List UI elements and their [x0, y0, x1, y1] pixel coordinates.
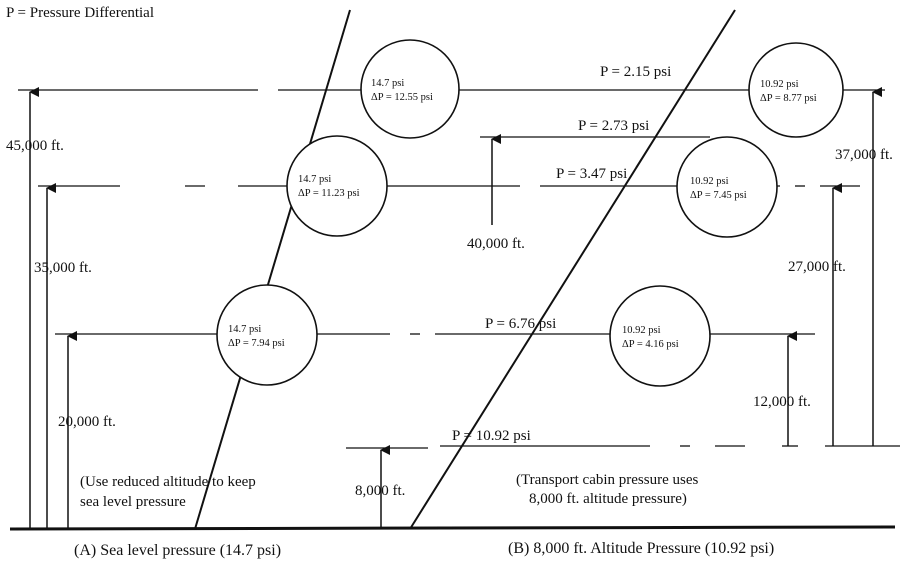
label-8000: 8,000 ft.: [355, 483, 405, 499]
svg-text:ΔP = 7.94 psi: ΔP = 7.94 psi: [228, 338, 285, 349]
label-40000: 40,000 ft.: [467, 236, 525, 252]
svg-text:ΔP = 12.55 psi: ΔP = 12.55 psi: [371, 92, 433, 103]
svg-text:10.92 psi: 10.92 psi: [690, 176, 729, 187]
legend-text: P = Pressure Differential: [6, 5, 154, 21]
label-12000: 12,000 ft.: [753, 394, 811, 410]
note-left-line1: (Use reduced altitude to keep: [80, 474, 256, 490]
circle-b-45000: 10.92 psi ΔP = 8.77 psi: [748, 42, 844, 138]
label-27000: 27,000 ft.: [788, 259, 846, 275]
caption-a: (A) Sea level pressure (14.7 psi): [74, 542, 281, 559]
circle-a-35000: 14.7 psi ΔP = 11.23 psi: [286, 135, 388, 237]
svg-text:14.7 psi: 14.7 psi: [228, 324, 261, 335]
differential-2-15: P = 2.15 psi: [600, 64, 671, 80]
circle-b-20000: 10.92 psi ΔP = 4.16 psi: [609, 285, 711, 387]
svg-text:10.92 psi: 10.92 psi: [760, 79, 799, 90]
svg-text:14.7 psi: 14.7 psi: [371, 78, 404, 89]
label-35000: 35,000 ft.: [34, 260, 92, 276]
svg-text:ΔP = 4.16 psi: ΔP = 4.16 psi: [622, 339, 679, 350]
svg-text:10.92 psi: 10.92 psi: [622, 325, 661, 336]
ground-line: [9, 525, 896, 531]
differential-3-47: P = 3.47 psi: [556, 166, 627, 182]
circle-a-45000: 14.7 psi ΔP = 12.55 psi: [360, 39, 460, 139]
label-37000: 37,000 ft.: [835, 147, 893, 163]
note-right-line2: 8,000 ft. altitude pressure): [529, 491, 687, 507]
note-right-line1: (Transport cabin pressure uses: [516, 472, 698, 488]
label-20000: 20,000 ft.: [58, 414, 116, 430]
note-left-line2: sea level pressure: [80, 494, 186, 510]
svg-text:14.7 psi: 14.7 psi: [298, 174, 331, 185]
caption-b: (B) 8,000 ft. Altitude Pressure (10.92 p…: [508, 540, 774, 557]
circle-b-35000: 10.92 psi ΔP = 7.45 psi: [676, 136, 778, 238]
diagonal-line-a-left: [194, 9, 351, 530]
altitude-line-8000: [346, 445, 900, 449]
differential-6-76: P = 6.76 psi: [485, 316, 556, 332]
circle-a-20000: 14.7 psi ΔP = 7.94 psi: [216, 284, 318, 386]
differential-10-92: P = 10.92 psi: [452, 428, 531, 444]
svg-text:ΔP = 7.45 psi: ΔP = 7.45 psi: [690, 190, 747, 201]
differential-2-73: P = 2.73 psi: [578, 118, 649, 134]
diagonal-line-b: [409, 9, 736, 530]
label-45000: 45,000 ft.: [6, 138, 64, 154]
svg-text:ΔP = 11.23 psi: ΔP = 11.23 psi: [298, 188, 360, 199]
svg-text:ΔP = 8.77 psi: ΔP = 8.77 psi: [760, 93, 817, 104]
